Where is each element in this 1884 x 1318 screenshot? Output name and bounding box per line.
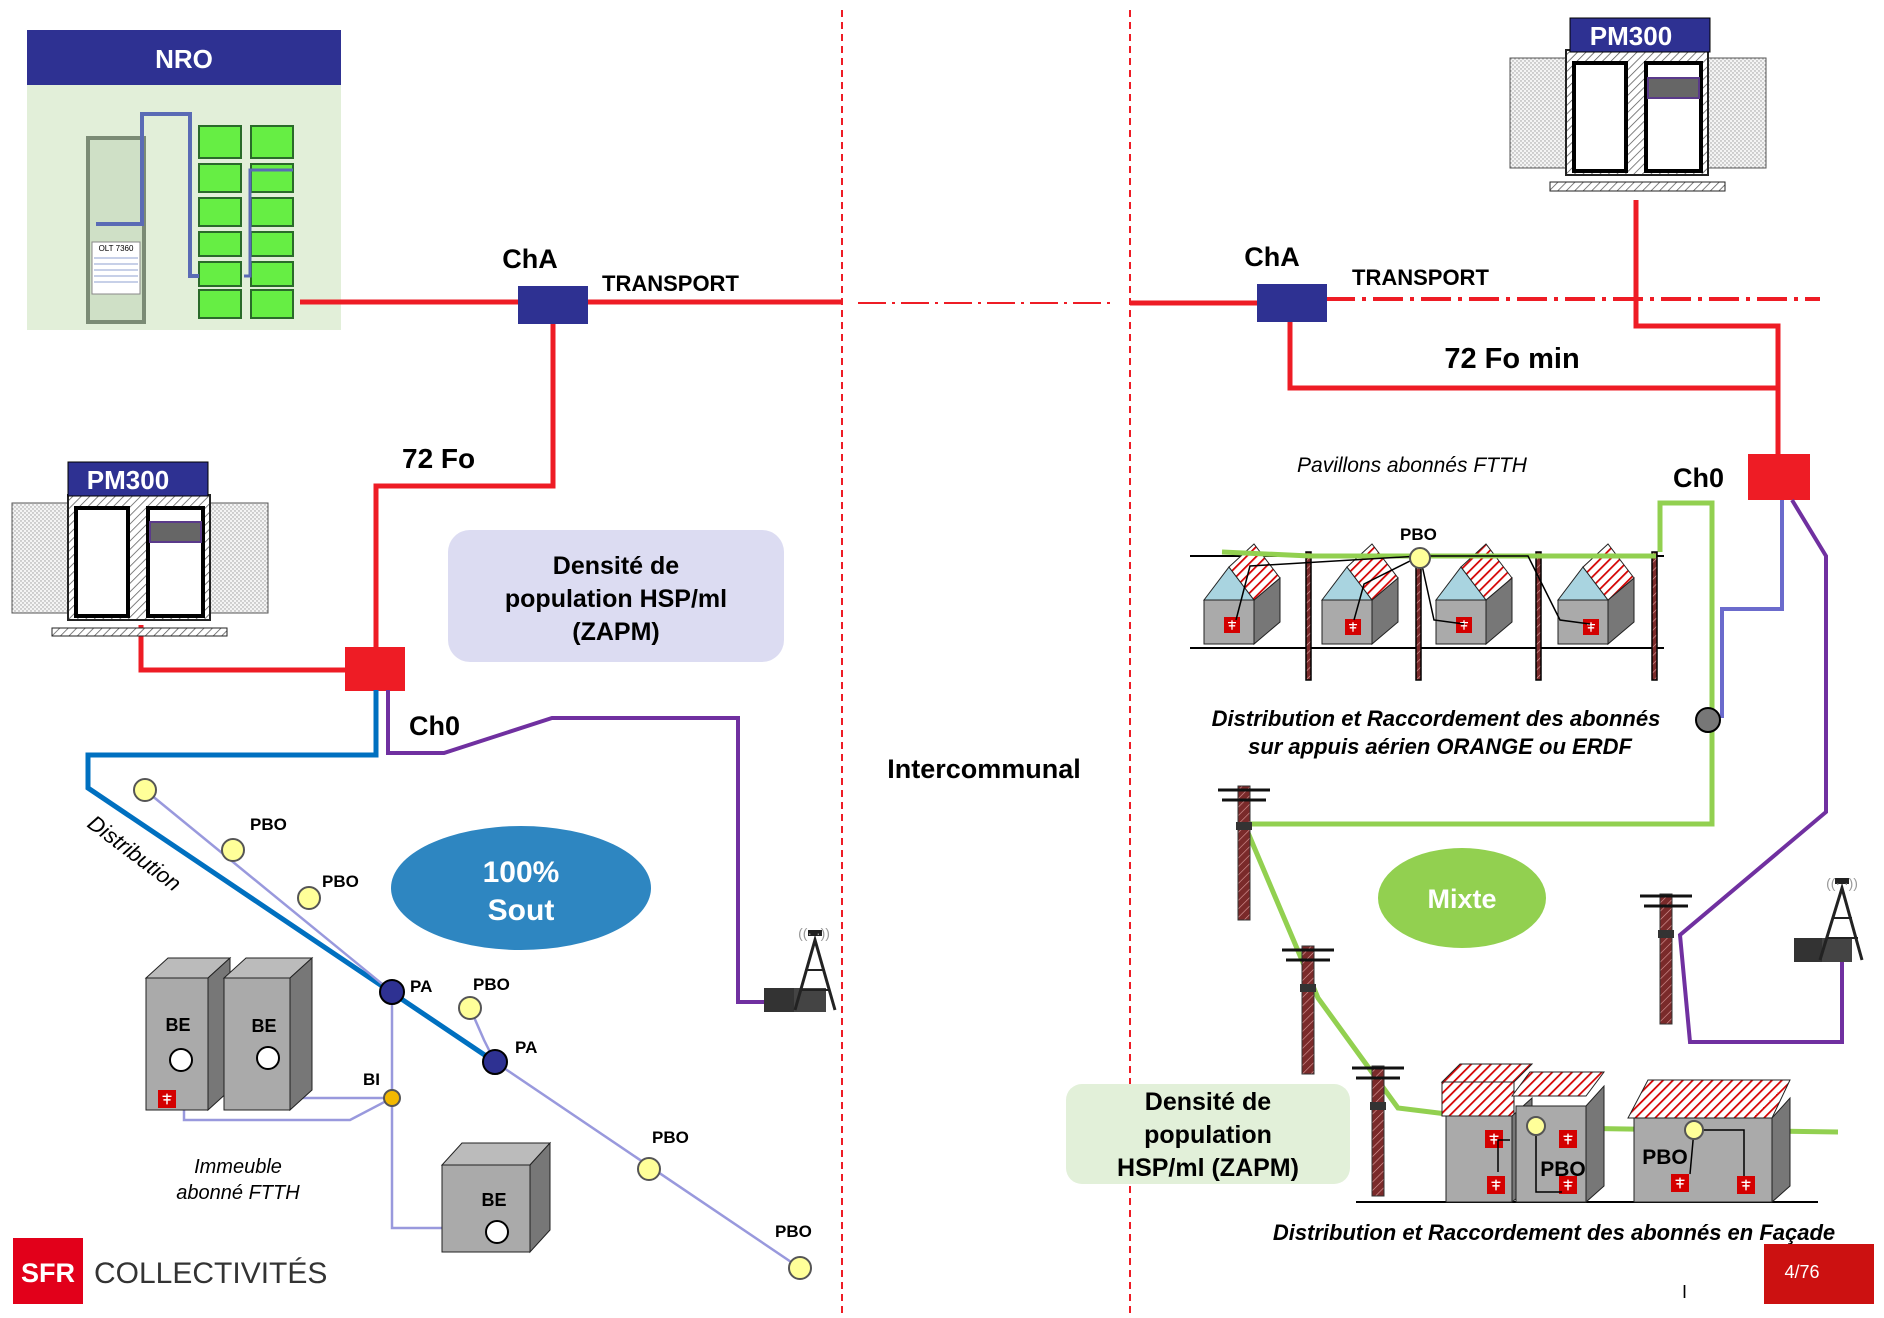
aerial-houses: PBO [1190,525,1664,681]
pbo-label-4: PBO [652,1128,689,1147]
footer-mark: I [1682,1282,1687,1302]
be-label-3: BE [481,1190,506,1210]
be-label-1: BE [165,1015,190,1035]
nro-block: NRO OLT 7360 [27,30,341,330]
ch0-left-label: Ch0 [409,711,460,741]
svg-text:((· ·)): ((· ·)) [1826,875,1858,891]
ch0-right-label: Ch0 [1673,463,1724,493]
mixte-label: Mixte [1427,884,1496,914]
right-red-network [1130,200,1781,460]
facade-houses: PBO PBO [1356,1063,1818,1204]
distribution-label: Distribution [83,810,186,896]
mixte-bubble [1378,848,1546,948]
sout-line2: Sout [488,894,555,927]
transport-left-label: TRANSPORT [602,271,739,296]
left-nodes [133,778,812,1280]
distribution-line [85,690,497,1065]
ch0-left-purple [386,690,765,1004]
pbo-aerial-label: PBO [1400,525,1437,544]
utility-poles [1218,785,1692,1197]
sout-line1: 100% [483,856,560,889]
cha-left-box [518,286,588,324]
fo72-label: 72 Fo [402,443,475,474]
fo72min-label: 72 Fo min [1444,343,1579,375]
antenna-right-icon: ((· ·)) [1794,875,1864,962]
pm300-left-label: PM300 [87,465,169,495]
ch0-right-box [1748,454,1810,500]
pm300-left-cabinet: PM300 [11,461,269,637]
facade-caption: Distribution et Raccordement des abonnés… [1273,1220,1835,1245]
immeuble-line2: abonné FTTH [176,1182,300,1204]
cha-left-label: ChA [502,244,558,274]
density-left-box [448,530,784,662]
pavillons-label: Pavillons abonnés FTTH [1297,454,1528,477]
transport-right-label: TRANSPORT [1352,265,1489,290]
page-number: 4/76 [1784,1262,1819,1282]
pbo-label-3: PBO [473,975,510,994]
be-buildings: BE BE BE [144,956,552,1254]
olt-label: OLT 7360 [99,244,134,253]
pa-label-2: PA [515,1038,537,1057]
pm300-right-cabinet: PM300 [1509,17,1767,192]
aerien-line1: Distribution et Raccordement des abonnés [1212,706,1661,731]
logo-collectivites-text: COLLECTIVITÉS [94,1257,327,1290]
sout-bubble [391,826,651,950]
pm300-right-label: PM300 [1590,21,1672,51]
density-right-line1: Densité de [1145,1088,1272,1116]
pbo-facade-label-1: PBO [1540,1158,1586,1181]
page-number-badge [1764,1244,1874,1304]
be-label-2: BE [251,1016,276,1036]
svg-text:((· ·)): ((· ·)) [798,925,830,941]
ch0-left-box [345,647,405,691]
aerien-line2: sur appuis aérien ORANGE ou ERDF [1248,734,1632,759]
density-right-box [1066,1084,1350,1184]
bi-label: BI [363,1070,380,1089]
sfr-logo: SFR COLLECTIVITÉS [13,1238,327,1304]
pbo-label-2: PBO [322,872,359,891]
left-node-labels: PBO PBO PBO PBO PBO PA PA BI [250,815,812,1241]
density-right-line2: population [1144,1121,1272,1149]
cha-right-box [1257,284,1327,322]
density-left-line2: population HSP/ml [505,585,727,613]
density-left-line1: Densité de [553,552,680,580]
pbo-facade-label-2: PBO [1642,1146,1688,1169]
immeuble-line1: Immeuble [194,1156,282,1178]
logo-sfr-text: SFR [21,1258,75,1288]
right-blue-route [1720,500,1784,718]
antenna-left-icon: ((· ·)) [764,925,837,1012]
cha-right-label: ChA [1244,242,1300,272]
right-splice-node [1695,707,1721,733]
density-left-line3: (ZAPM) [572,618,659,646]
intercommunal-label: Intercommunal [887,754,1081,784]
pa-label-1: PA [410,977,432,996]
density-right-line3: HSP/ml (ZAPM) [1117,1154,1299,1182]
pbo-label-5: PBO [775,1222,812,1241]
nro-title: NRO [155,44,213,74]
right-purple-route [1677,498,1844,1044]
pbo-label-1: PBO [250,815,287,834]
